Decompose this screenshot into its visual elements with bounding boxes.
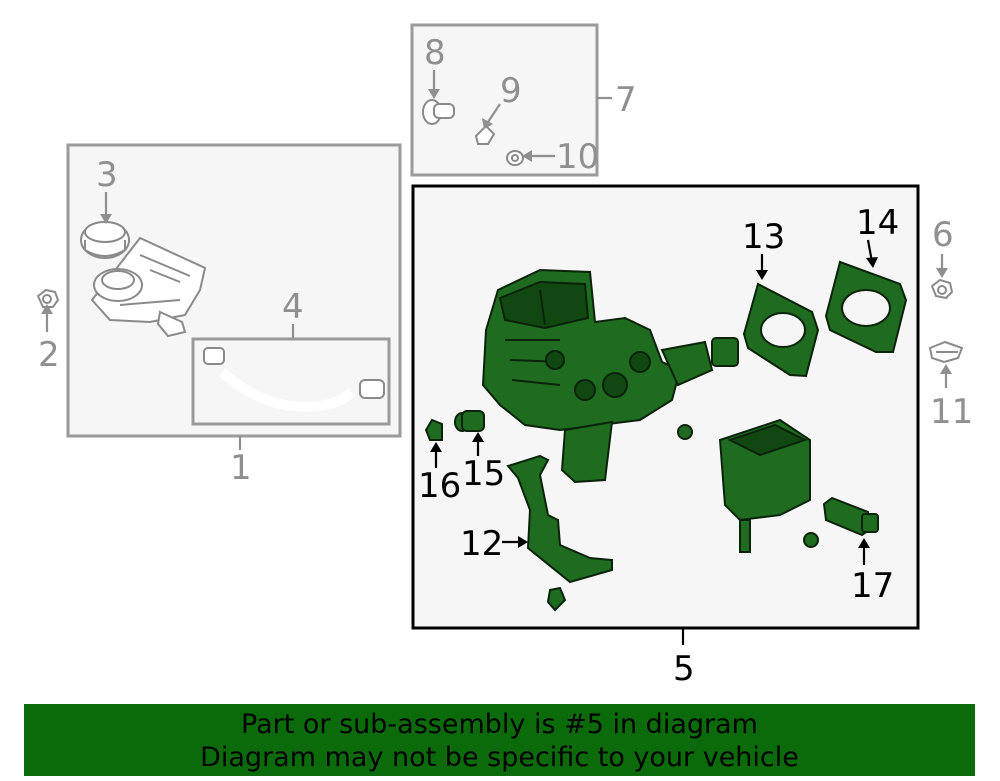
callout-7: 7 xyxy=(615,80,637,120)
callout-2: 2 xyxy=(38,335,60,375)
leader-9 xyxy=(487,103,501,123)
callout-16: 16 xyxy=(418,466,461,506)
callout-1: 1 xyxy=(230,448,252,488)
fitting-part-15[interactable] xyxy=(454,410,485,432)
nut-part-2[interactable] xyxy=(36,288,60,308)
nut-part-6[interactable] xyxy=(930,278,954,300)
washer-part-10[interactable] xyxy=(506,150,524,166)
reservoir-part[interactable] xyxy=(90,236,207,338)
callout-10: 10 xyxy=(556,137,599,177)
callout-12: 12 xyxy=(460,524,503,564)
callout-14: 14 xyxy=(856,203,899,243)
callout-8: 8 xyxy=(424,33,446,73)
sensor-part-17[interactable] xyxy=(822,496,879,537)
banner-line-1: Part or sub-assembly is #5 in diagram xyxy=(241,709,758,740)
gasket-part-13[interactable] xyxy=(742,282,820,378)
bolt-part-8[interactable] xyxy=(422,99,455,125)
clip-part-11[interactable] xyxy=(928,340,964,364)
brake-booster-assembly[interactable] xyxy=(481,268,739,484)
callout-11: 11 xyxy=(930,392,973,432)
hose-part[interactable] xyxy=(203,347,385,412)
callout-5: 5 xyxy=(673,649,695,689)
accumulator-part[interactable] xyxy=(718,418,819,553)
callout-17: 17 xyxy=(851,566,894,606)
callout-13: 13 xyxy=(742,217,785,257)
group-box-5 xyxy=(411,184,920,630)
bracket-part-12[interactable] xyxy=(506,454,613,612)
callout-9: 9 xyxy=(500,71,522,111)
banner-line-2: Diagram may not be specific to your vehi… xyxy=(200,742,799,773)
reservoir-cap-part[interactable] xyxy=(80,221,130,259)
clip-part-16[interactable] xyxy=(424,418,443,441)
notice-banner: Part or sub-assembly is #5 in diagram Di… xyxy=(24,704,975,776)
callout-4: 4 xyxy=(282,287,304,327)
callout-6: 6 xyxy=(932,215,954,255)
gasket-part-14[interactable] xyxy=(824,260,908,353)
callout-15: 15 xyxy=(462,454,505,494)
callout-3: 3 xyxy=(96,155,118,195)
group-box-7 xyxy=(410,23,599,177)
parts-diagram: 3 2 4 1 8 9 10 7 6 11 13 14 16 15 12 17 … xyxy=(36,23,973,689)
